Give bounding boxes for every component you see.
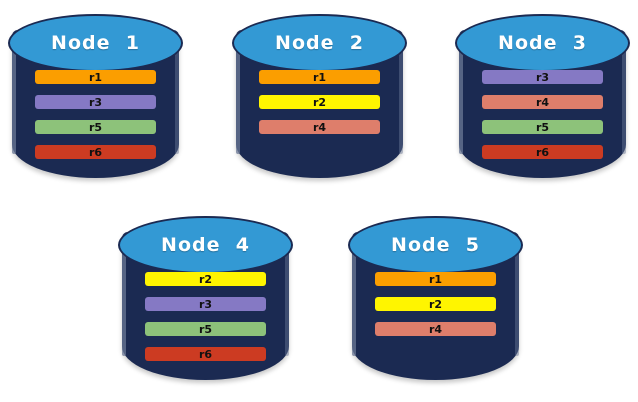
replica-bar[interactable]: r6 [35,145,156,159]
node-title: Node 3 [498,32,587,54]
replica-bar[interactable]: r3 [145,297,266,311]
replica-bar[interactable]: r4 [482,95,603,109]
cylinder-top-ellipse [8,14,183,72]
replica-bar[interactable]: r4 [259,120,380,134]
cylinder-left-edge [236,42,240,154]
node-title: Node 1 [51,32,140,54]
database-node[interactable]: Node 4 r2 r3 r5 r6 [118,210,293,390]
cylinder-top-ellipse [232,14,407,72]
replica-stack: r1 r3 r5 r6 [35,70,156,159]
cylinder-right-edge [399,42,403,154]
cylinder-left-edge [122,244,126,356]
node-title: Node 2 [275,32,364,54]
replica-stack: r2 r3 r5 r6 [145,272,266,361]
replica-bar[interactable]: r5 [35,120,156,134]
database-node[interactable]: Node 3 r3 r4 r5 r6 [455,8,630,188]
database-node[interactable]: Node 1 r1 r3 r5 r6 [8,8,183,188]
replica-bar[interactable]: r2 [259,95,380,109]
cylinder-top-ellipse [118,216,293,274]
cylinder-left-edge [352,244,356,356]
replica-stack: r1 r2 r4 [375,272,496,336]
replica-bar[interactable]: r1 [35,70,156,84]
node-title: Node 5 [391,234,480,256]
replica-bar[interactable]: r4 [375,322,496,336]
database-node[interactable]: Node 5 r1 r2 r4 [348,210,523,390]
cylinder-left-edge [459,42,463,154]
replica-bar[interactable]: r3 [482,70,603,84]
replica-bar[interactable]: r1 [375,272,496,286]
replica-bar[interactable]: r5 [145,322,266,336]
replica-bar[interactable]: r5 [482,120,603,134]
cylinder-right-edge [285,244,289,356]
database-node[interactable]: Node 2 r1 r2 r4 [232,8,407,188]
cylinder-left-edge [12,42,16,154]
replica-stack: r1 r2 r4 [259,70,380,134]
node-title: Node 4 [161,234,250,256]
cylinder-right-edge [175,42,179,154]
replica-bar[interactable]: r2 [145,272,266,286]
cylinder-right-edge [515,244,519,356]
replica-bar[interactable]: r1 [259,70,380,84]
replica-bar[interactable]: r6 [482,145,603,159]
replica-bar[interactable]: r6 [145,347,266,361]
replica-stack: r3 r4 r5 r6 [482,70,603,159]
cylinder-top-ellipse [455,14,630,72]
cylinder-right-edge [622,42,626,154]
replica-bar[interactable]: r3 [35,95,156,109]
replica-bar[interactable]: r2 [375,297,496,311]
